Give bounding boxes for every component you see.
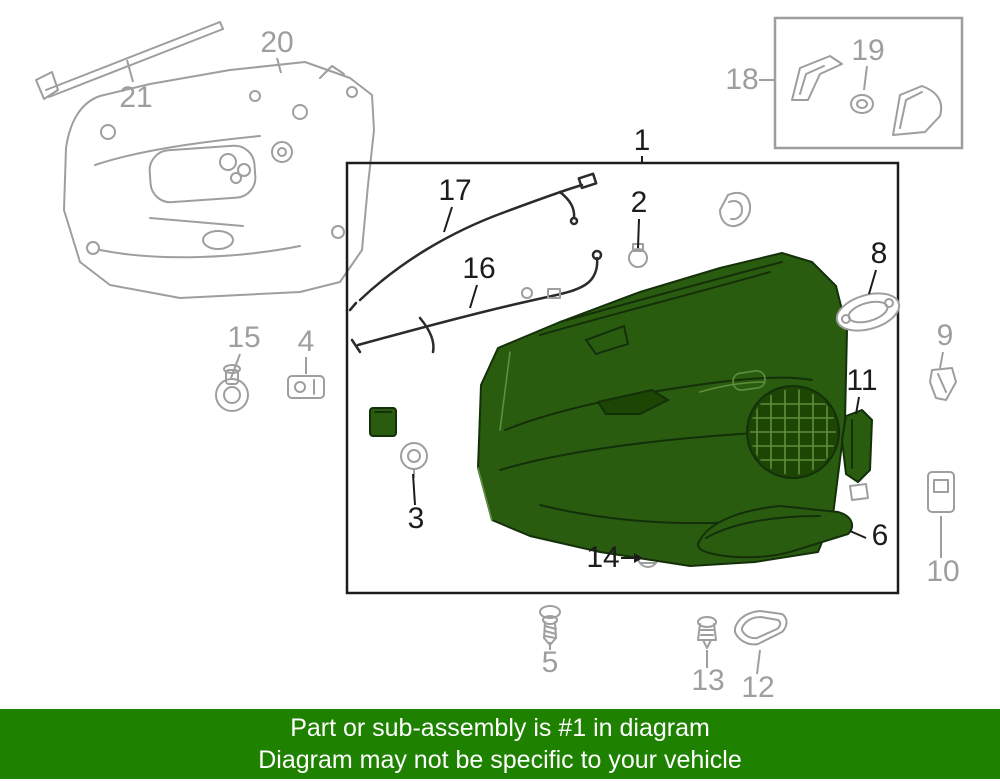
callout-18[interactable]: 18 (725, 63, 758, 96)
callout-14[interactable]: 14 (586, 541, 619, 574)
part-window-trim-strip[interactable] (35, 21, 224, 100)
leader-17 (443, 206, 453, 233)
callout-4[interactable]: 4 (298, 325, 315, 358)
part-bracket-4[interactable] (287, 375, 325, 399)
callout-12[interactable]: 12 (741, 671, 774, 704)
part-inside-handle-bezel[interactable] (833, 287, 904, 337)
callout-21[interactable]: 21 (119, 81, 152, 114)
callout-8[interactable]: 8 (871, 237, 888, 270)
callout-6[interactable]: 6 (872, 519, 889, 552)
part-clip-9[interactable] (929, 367, 957, 401)
part-lock-bezel[interactable] (719, 191, 752, 228)
leader-6 (849, 530, 867, 539)
speaker-grille (746, 385, 840, 479)
leader-15 (230, 353, 241, 379)
part-bezel-12[interactable] (734, 610, 788, 646)
part-retainer-10[interactable] (927, 471, 955, 513)
callout-5[interactable]: 5 (542, 646, 559, 679)
leader-16 (469, 284, 478, 309)
leader-8 (868, 269, 877, 295)
callout-1[interactable]: 1 (634, 124, 651, 157)
part-screw-5[interactable] (539, 605, 561, 646)
callout-20[interactable]: 20 (260, 26, 293, 59)
banner-line1: Part or sub-assembly is #1 in diagram (290, 714, 710, 742)
callout-2[interactable]: 2 (631, 186, 648, 219)
part-door-harness-upper[interactable] (348, 172, 598, 312)
leader-11 (855, 396, 860, 415)
callout-15[interactable]: 15 (227, 321, 260, 354)
part-mirror-patch[interactable] (892, 85, 943, 136)
exploded-parts-diagram: 20 21 18 19 1 2 17 16 8 9 15 4 11 3 14 6… (35, 16, 964, 704)
leader-19 (863, 65, 868, 91)
info-banner: Part or sub-assembly is #1 in diagram Di… (0, 709, 1000, 779)
part-armrest[interactable] (697, 505, 854, 559)
leader-20 (276, 57, 282, 74)
part-retainer-clip-19[interactable] (850, 94, 874, 114)
leader-12 (756, 649, 761, 675)
part-pull-handle-trim[interactable] (841, 409, 873, 501)
part-door-inner-panel[interactable] (63, 61, 375, 299)
callout-17[interactable]: 17 (438, 174, 471, 207)
callout-13[interactable]: 13 (691, 664, 724, 697)
part-lock-knob[interactable] (215, 364, 249, 412)
main-assembly-box (345, 161, 900, 595)
callout-11[interactable]: 11 (846, 364, 877, 397)
callout-16[interactable]: 16 (462, 252, 495, 285)
part-push-clip-13[interactable] (697, 616, 717, 649)
callout-9[interactable]: 9 (937, 319, 954, 352)
callout-3[interactable]: 3 (408, 502, 425, 535)
leader-9 (939, 351, 944, 369)
leader-21 (126, 59, 134, 83)
leader-14 (621, 553, 643, 563)
leader-3 (412, 473, 416, 506)
part-door-trim-panel[interactable] (477, 252, 848, 567)
part-door-harness-lower[interactable] (350, 249, 603, 354)
callout-10[interactable]: 10 (926, 555, 959, 588)
banner-line2: Diagram may not be specific to your vehi… (258, 746, 742, 774)
callout-19[interactable]: 19 (851, 34, 884, 67)
part-clip-3[interactable] (369, 407, 428, 478)
part-corner-seal[interactable] (791, 55, 843, 101)
inset-box-18-19 (773, 16, 964, 150)
leader-2 (637, 218, 640, 249)
